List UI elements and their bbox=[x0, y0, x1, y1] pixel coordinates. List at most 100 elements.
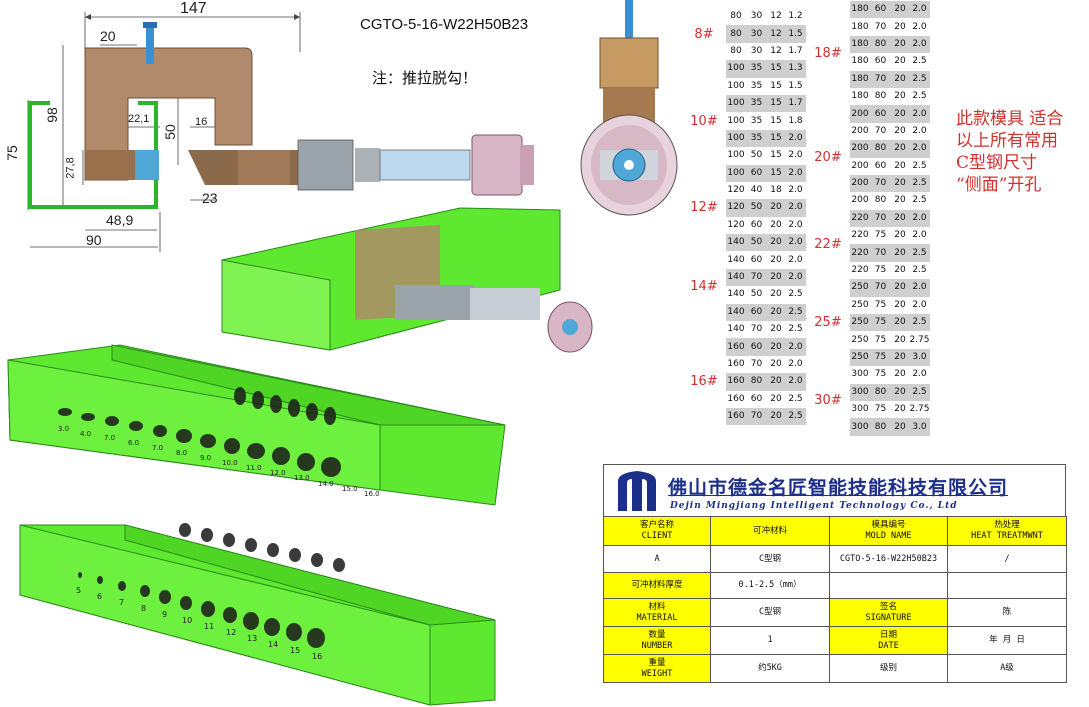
label-en: SIGNATURE bbox=[865, 612, 912, 623]
table-cell: 2.0 bbox=[788, 254, 803, 265]
dim-27-8: 27,8 bbox=[64, 157, 77, 179]
header-cn: 模具编号 bbox=[871, 520, 906, 530]
table-cell: 140 bbox=[726, 303, 746, 322]
weight-value: 约5KG bbox=[710, 654, 830, 683]
group-label: 16# bbox=[682, 338, 726, 426]
table-cell: 2.0 bbox=[788, 185, 803, 196]
table-cell: 20 bbox=[894, 265, 906, 276]
group-label: 20# bbox=[806, 105, 850, 210]
label-cn: 日期 bbox=[879, 629, 897, 640]
table-cell: 250 bbox=[850, 314, 870, 332]
table-cell: 2.0 bbox=[909, 1, 930, 19]
table-cell: 160 bbox=[726, 373, 746, 391]
dim-48-9: 48,9 bbox=[106, 212, 134, 228]
table-cell: 60 bbox=[870, 1, 891, 19]
table-cell: 2.0 bbox=[912, 230, 927, 241]
group-label: 8# bbox=[694, 26, 714, 42]
table-cell: 180 bbox=[851, 21, 869, 32]
table-cell: 75 bbox=[874, 230, 887, 241]
label-en: DATE bbox=[878, 640, 899, 651]
table-cell: 12 bbox=[770, 11, 782, 22]
pierce-label: 9.0 bbox=[200, 454, 212, 462]
table-cell: 70 bbox=[746, 268, 767, 287]
table-cell: 60 bbox=[874, 56, 887, 67]
table-cell: 20 bbox=[894, 56, 906, 67]
table-cell: 70 bbox=[870, 70, 891, 88]
date-value: 年 月 日 bbox=[947, 626, 1067, 655]
pierce-label: 12 bbox=[226, 628, 237, 637]
table-cell: 2.0 bbox=[909, 279, 930, 297]
table-cell: 20 bbox=[894, 125, 906, 136]
label-en: MATERIAL bbox=[636, 612, 678, 623]
table-cell: 60 bbox=[750, 393, 763, 404]
table-cell: 100 bbox=[726, 94, 746, 113]
heat-treatment-value: / bbox=[947, 545, 1067, 573]
table-cell: 60 bbox=[750, 254, 763, 265]
table-cell: 180 bbox=[850, 1, 870, 19]
table-cell: 30 bbox=[750, 45, 763, 56]
table-cell: 20 bbox=[891, 70, 909, 88]
table-cell: 60 bbox=[750, 219, 763, 230]
table-cell: 15 bbox=[770, 80, 782, 91]
table-cell: 20 bbox=[767, 338, 785, 356]
pierce-label: 12.0 bbox=[270, 469, 286, 477]
pierce-label: 8.0 bbox=[176, 449, 188, 457]
table-cell: 2.0 bbox=[785, 199, 806, 217]
pierce-labels-top: 3.0 4.0 7.0 6.0 7.0 8.0 9.0 10.0 11.0 12… bbox=[0, 0, 380, 498]
table-cell: 15 bbox=[767, 164, 785, 182]
table-cell: 20 bbox=[891, 209, 909, 228]
table-cell: 120 bbox=[727, 219, 745, 230]
table-cell: 1.7 bbox=[785, 94, 806, 113]
table-cell: 30 bbox=[746, 25, 767, 43]
header-en: CLIENT bbox=[641, 531, 673, 541]
table-cell: 18 bbox=[770, 185, 782, 196]
table-cell: 2.0 bbox=[785, 268, 806, 287]
table-cell: 40 bbox=[750, 185, 763, 196]
table-cell: 20 bbox=[891, 244, 909, 262]
table-cell: 160 bbox=[726, 407, 746, 426]
dim-98: 98 bbox=[43, 107, 60, 123]
table-cell: 3.0 bbox=[909, 348, 930, 367]
table-cell: 2.0 bbox=[909, 209, 930, 228]
company-name-en: Dejin Mingjiang Intelligent Technology C… bbox=[670, 501, 958, 511]
table-cell: 20 bbox=[767, 373, 785, 391]
table-cell: 80 bbox=[874, 195, 887, 206]
table-cell: 70 bbox=[870, 174, 891, 193]
pierce-label: 7.0 bbox=[152, 444, 164, 452]
header-cn: 热处理 bbox=[994, 520, 1020, 530]
table-cell: 2.5 bbox=[912, 91, 927, 102]
table-cell: 2.0 bbox=[788, 150, 803, 161]
table-cell: 250 bbox=[850, 279, 870, 297]
table-cell: 2.5 bbox=[909, 174, 930, 193]
group-label: 25# bbox=[806, 279, 850, 367]
label-cn: 重量 bbox=[648, 657, 666, 668]
table-cell: 50 bbox=[746, 234, 767, 252]
table-cell: 200 bbox=[851, 195, 869, 206]
header-cn: 客户名称 bbox=[639, 520, 674, 530]
table-cell: 75 bbox=[874, 299, 887, 310]
table-cell: 2.5 bbox=[912, 195, 927, 206]
table-cell: 75 bbox=[874, 369, 887, 380]
dim-22-1: 22,1 bbox=[128, 113, 150, 125]
table-cell: 20 bbox=[891, 174, 909, 193]
table-cell: 75 bbox=[874, 404, 887, 415]
table-cell: 1.5 bbox=[788, 80, 803, 91]
thickness-value: 0.1-2.5（mm） bbox=[710, 572, 830, 599]
table-cell: 20 bbox=[894, 230, 906, 241]
table-cell: 2.0 bbox=[909, 35, 930, 54]
table-cell: 20 bbox=[891, 418, 909, 436]
tool-end-view bbox=[580, 0, 678, 216]
table-cell: 20 bbox=[891, 383, 909, 401]
pierce-label: 7.0 bbox=[104, 434, 116, 442]
pierce-label: 3.0 bbox=[58, 425, 70, 433]
table-cell: 35 bbox=[750, 80, 763, 91]
pierce-label: 16.0 bbox=[364, 490, 380, 498]
group-label: 14# bbox=[682, 234, 726, 339]
table-cell: 2.5 bbox=[909, 70, 930, 88]
table-cell: 180 bbox=[851, 56, 869, 67]
header-cn: 可冲材料 bbox=[752, 525, 787, 536]
table-cell: 20 bbox=[894, 21, 906, 32]
table-cell: 70 bbox=[750, 359, 763, 369]
pierce-label: 15.0 bbox=[342, 485, 358, 493]
